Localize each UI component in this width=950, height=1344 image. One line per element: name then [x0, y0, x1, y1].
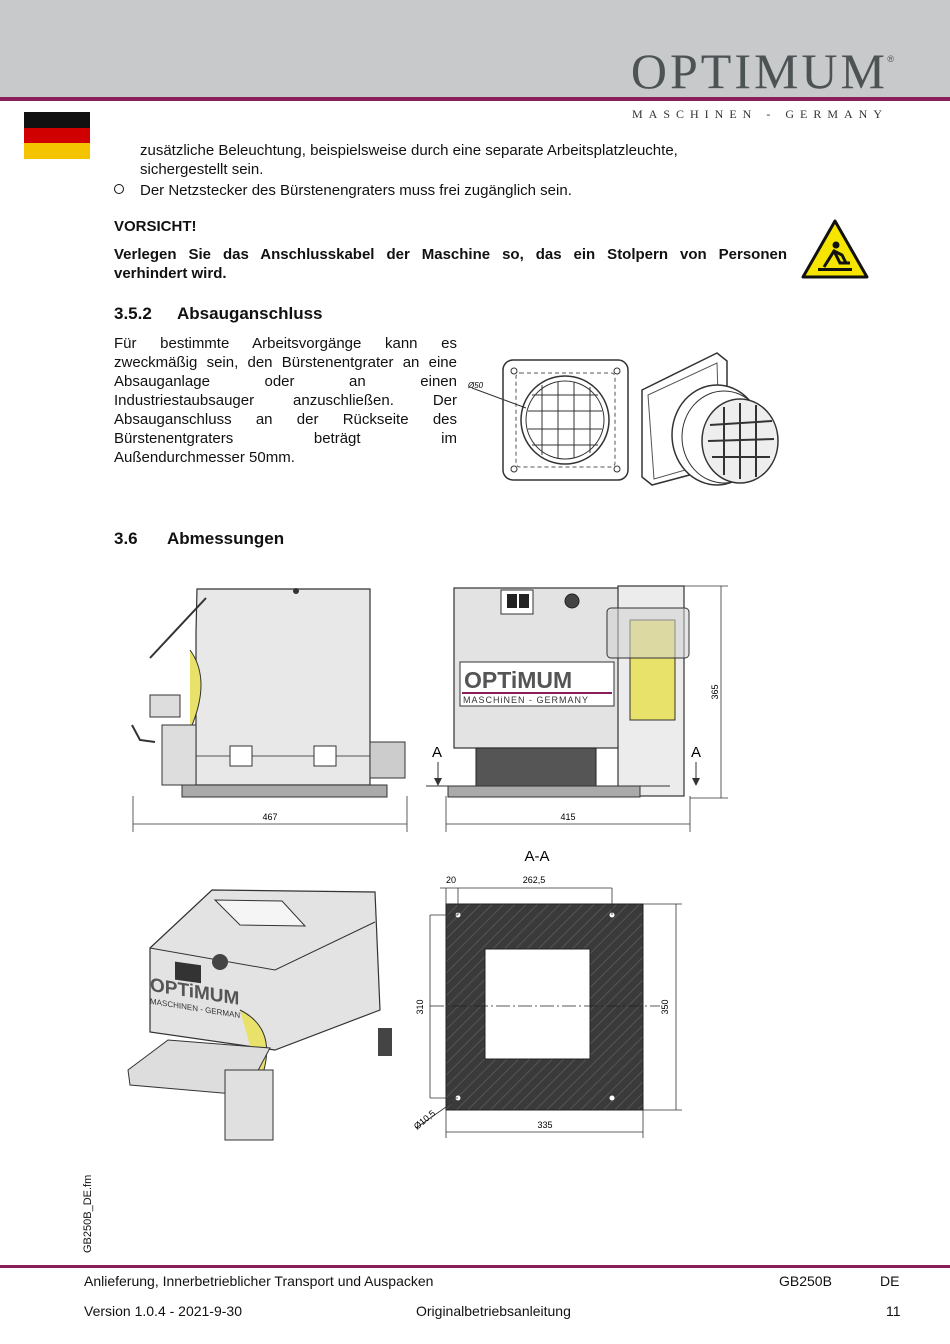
intro-bullet: Der Netzstecker des Bürstenengraters mus… [140, 182, 572, 199]
section-aa-title: A-A [524, 848, 549, 865]
footer-version: Version 1.0.4 - 2021-9-30 [84, 1303, 242, 1319]
dim-262-5: 262,5 [523, 875, 546, 885]
warning-line-2: verhindert wird. [114, 265, 227, 282]
dim-350: 350 [660, 999, 670, 1014]
footer-page: 11 [886, 1303, 901, 1319]
brand-logo: OPTIMUM [630, 43, 888, 99]
section-mark-right: A [691, 744, 701, 761]
section-36-number: 3.6 [114, 529, 138, 548]
intro-line-2: sichergestellt sein. [140, 161, 264, 178]
front-logo-sub: MASCHiNEN - GERMANY [463, 695, 589, 705]
section-352-number: 3.5.2 [114, 304, 152, 323]
footer-model: GB250B [779, 1273, 832, 1289]
footer-rule [0, 1265, 950, 1268]
bullet-icon [114, 184, 124, 194]
dim-height: 365 [710, 684, 720, 699]
section-mark-left: A [432, 744, 442, 761]
isometric-view-drawing: OPTiMUM MASCHINEN - GERMANY [127, 889, 392, 1141]
section-36-title: Abmessungen [167, 529, 285, 548]
front-view-drawing: OPTiMUM MASCHiNEN - GERMANY A A 365 415 [426, 585, 728, 832]
warning-line-1: Verlegen Sie das Anschlusskabel der Masc… [114, 246, 787, 263]
side-view-drawing: 467 [131, 588, 408, 832]
section-352-line-6: Bürstenentgraters beträgt im [114, 430, 457, 447]
german-flag-icon [24, 112, 90, 159]
section-352-line-1: Für bestimmte Arbeitsvorgänge kann es [114, 335, 457, 352]
intro-line-1: zusätzliche Beleuchtung, beispielsweise … [140, 142, 678, 159]
section-352-line-7: Außendurchmesser 50mm. [114, 449, 295, 466]
footer-doc: Originalbetriebsanleitung [416, 1303, 571, 1319]
section-352-line-4: Industriestaubsauger anzuschließen. Der [114, 392, 457, 409]
diameter-label: Ø50 [467, 381, 484, 390]
dim-310: 310 [415, 999, 425, 1014]
footer-lang: DE [880, 1273, 900, 1289]
footer-chapter: Anlieferung, Innerbetrieblicher Transpor… [84, 1273, 434, 1289]
section-352-line-2: zweckmäßig sein, den Bürstenentgrater an… [114, 354, 457, 371]
dim-hole: Ø10,5 [412, 1108, 437, 1131]
dimension-drawings: 467 OPTiMUM MASCHiNEN - GERMANY A A 365 … [127, 585, 728, 1141]
trip-hazard-icon [801, 219, 869, 279]
registered-mark: ® [887, 54, 894, 64]
brand-tagline: MASCHINEN - GERMANY [631, 107, 888, 121]
section-352-line-5: Absauganschluss an der Rückseite des [114, 411, 457, 428]
section-352-title: Absauganschluss [177, 304, 323, 323]
dim-front-width: 415 [560, 812, 575, 822]
side-file-label: GB250B_DE.fm [82, 1174, 94, 1253]
dim-20: 20 [446, 875, 456, 885]
page-header [0, 0, 950, 100]
section-352-line-3: Absauganlage oder an einen [114, 373, 457, 390]
warning-title: VORSICHT! [114, 218, 197, 235]
front-logo: OPTiMUM [464, 667, 572, 693]
dim-335: 335 [537, 1120, 552, 1130]
header-rule [0, 97, 950, 101]
section-aa-drawing: A-A 20 262,5 310 350 335 Ø10,5 [412, 848, 682, 1138]
dim-side-width: 467 [262, 812, 277, 822]
exhaust-port-drawing: Ø50 [467, 352, 779, 486]
